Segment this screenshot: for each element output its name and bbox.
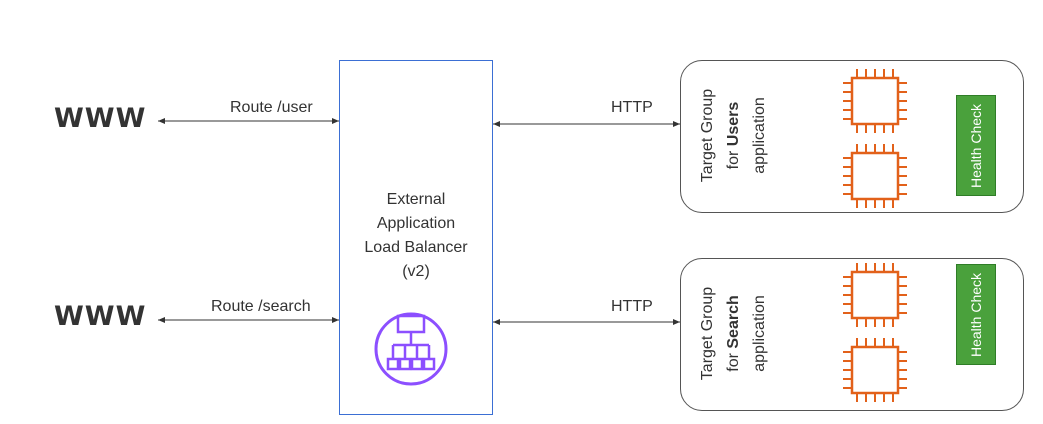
tg-users-line1: Target Group: [699, 88, 716, 183]
load-balancer-box: [339, 60, 493, 415]
health-check-users-label: Health Check: [968, 103, 984, 188]
health-check-search: Health Check: [956, 264, 996, 365]
tg-users-name: Users: [725, 101, 742, 147]
target-group-users-label: Target Group for Users application: [695, 59, 775, 212]
ec2-instance-icon: [843, 144, 907, 208]
www-icon-user: WWW: [54, 103, 147, 134]
www-icon-search: WWW: [54, 301, 147, 332]
tg-users-for: for: [725, 150, 742, 170]
route-user-label: Route /user: [230, 99, 313, 116]
ec2-instance-icon: [843, 69, 907, 133]
target-group-search: [680, 258, 1024, 411]
route-search-label: Route /search: [211, 298, 311, 315]
instance-icons: [843, 69, 907, 402]
tg-users-line2: for Users: [721, 59, 747, 212]
load-balancer-label: External Application Load Balancer (v2): [339, 188, 493, 284]
tg-users-line3: application: [751, 97, 768, 174]
health-check-users: Health Check: [956, 95, 996, 196]
tg-search-line2: for Search: [721, 257, 747, 410]
target-group-search-label: Target Group for Search application: [695, 257, 775, 410]
http-label-users: HTTP: [611, 99, 653, 116]
health-check-search-label: Health Check: [968, 272, 984, 357]
tg-search-line3: application: [751, 295, 768, 372]
alb-label-line1: External: [386, 191, 446, 208]
tg-search-name: Search: [725, 295, 742, 349]
target-group-users: [680, 60, 1024, 213]
tg-search-for: for: [725, 353, 742, 372]
load-balancer-icon: [374, 312, 448, 386]
ec2-instance-icon: [843, 263, 907, 327]
http-label-search: HTTP: [611, 298, 653, 315]
ec2-instance-icon: [843, 338, 907, 402]
alb-label-line2: Application: [376, 215, 456, 232]
alb-label-line3: Load Balancer: [364, 239, 468, 256]
alb-label-line4: (v2): [402, 263, 430, 280]
tg-search-line1: Target Group: [699, 286, 716, 381]
